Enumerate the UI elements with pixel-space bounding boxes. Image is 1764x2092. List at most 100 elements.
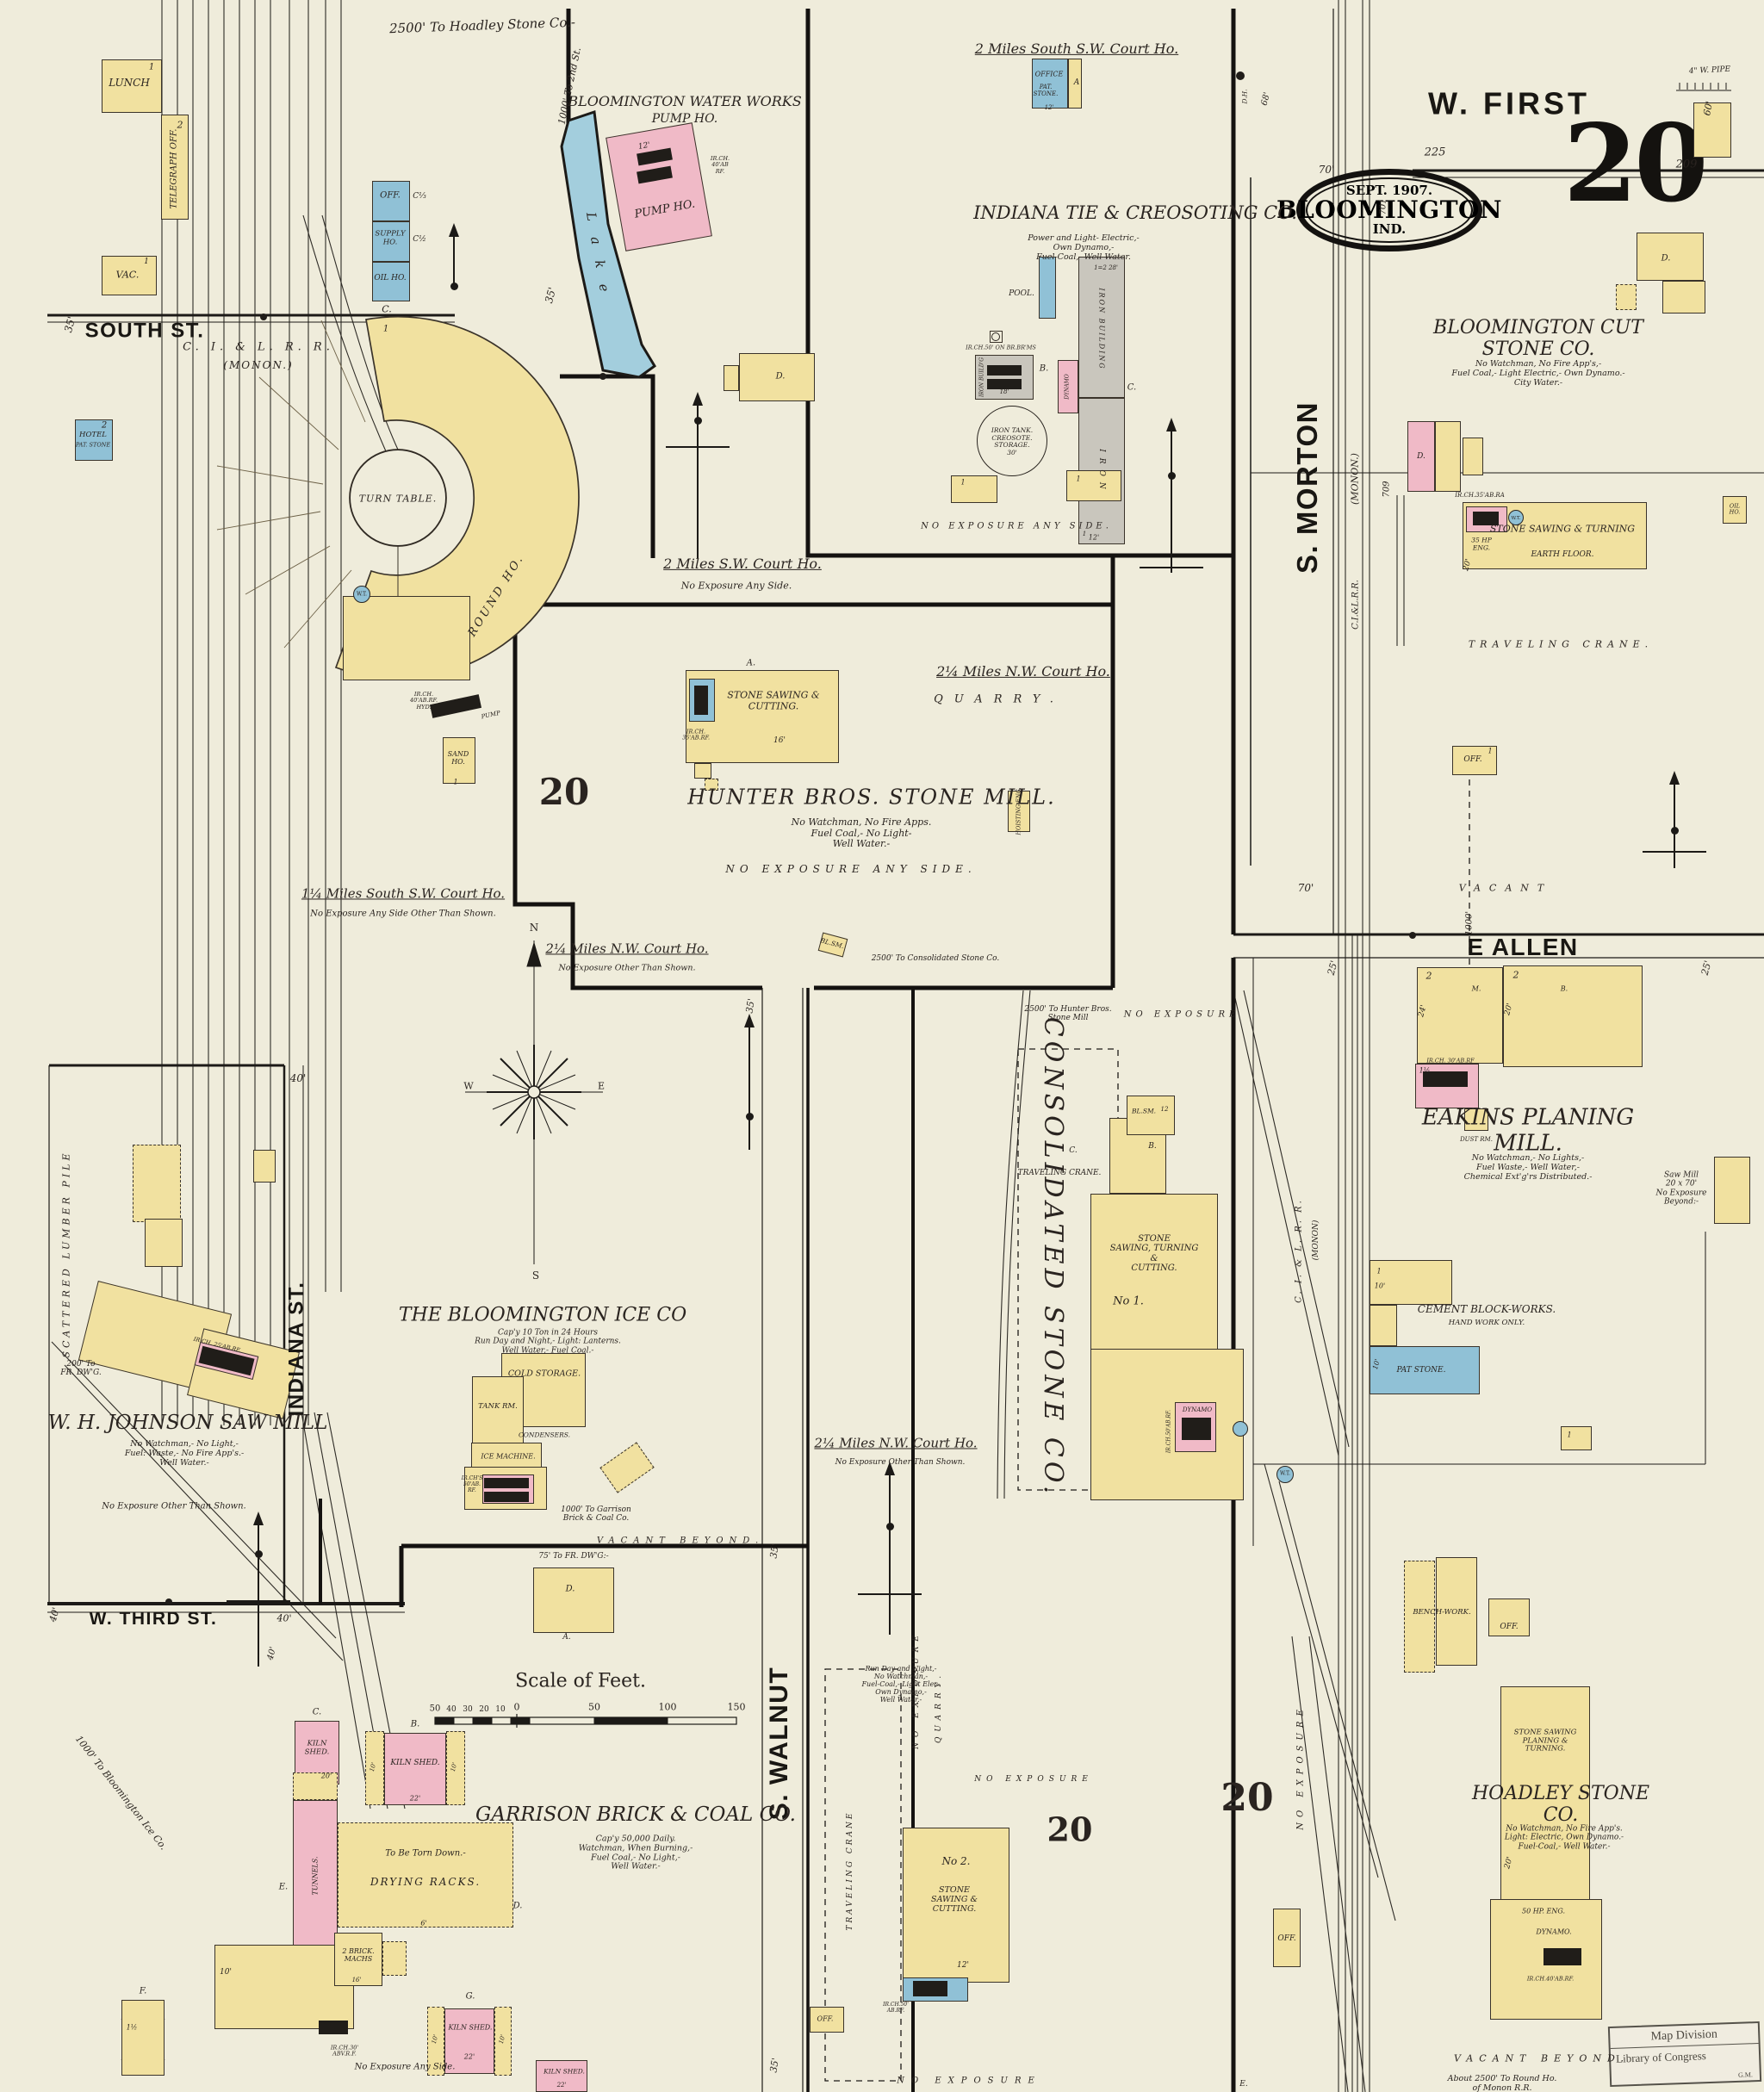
- arrow-tick: [1643, 851, 1706, 853]
- map-text: DRYING RACKS.: [370, 1876, 481, 1889]
- map-text: 20: [479, 1704, 489, 1714]
- map-text: 35 HP ENG.: [1471, 536, 1492, 551]
- building-d-garrison: [533, 1567, 614, 1633]
- map-text: OFF.: [1277, 1934, 1296, 1943]
- hydrant: [1409, 932, 1416, 939]
- traveling-crane-areas: [824, 779, 1470, 2082]
- north-arrow-marker: [666, 392, 730, 558]
- map-text: 1: [144, 257, 149, 266]
- map-text: W.T.: [1511, 515, 1521, 521]
- map-text: KILN SHED.: [448, 2023, 493, 2032]
- building: [1561, 1426, 1592, 1450]
- scale-title: Scale of Feet.: [515, 1670, 646, 1692]
- map-text: IR.CH.40'AB.RF.: [1526, 1975, 1575, 1983]
- map-text: HOISTING ENG.: [1015, 787, 1022, 835]
- map-text: 40: [446, 1704, 457, 1714]
- north-arrow-marker: [858, 1462, 922, 1635]
- sheet-number-center: 20: [538, 771, 590, 814]
- map-text: NO EXPOSURE: [1295, 1704, 1306, 1830]
- building: [446, 1731, 465, 1805]
- map-text: G.: [465, 1991, 475, 2002]
- map-text: 1½: [1419, 1066, 1431, 1075]
- building: [951, 475, 997, 503]
- building: [1435, 421, 1461, 492]
- double-hydrant: [1236, 71, 1245, 80]
- business-title-ice-co: THE BLOOMINGTON ICE CO: [398, 1304, 687, 1326]
- building: [1662, 281, 1705, 313]
- building-dynamo-tie: [1058, 360, 1078, 413]
- map-text: KILN SHED.: [390, 1758, 440, 1767]
- lake: [560, 109, 656, 379]
- map-text: NO EXPOSURE ANY SIDE.: [725, 863, 977, 876]
- map-text: 12': [957, 1960, 969, 1970]
- map-text: 70': [1297, 882, 1314, 895]
- map-text: D.: [512, 1901, 523, 1911]
- map-text: No Exposure Other Than Shown.: [835, 1457, 966, 1467]
- map-text: Run Day and Night,- No Watchman,- Fuel-C…: [861, 1665, 941, 1704]
- traveling-crane-label-2: TRAVELING CRANE.: [1017, 1168, 1102, 1177]
- map-text: B.: [1560, 984, 1568, 993]
- map-text: SUPPLY HO.: [375, 229, 406, 246]
- street-s-morton: S. MORTON: [1291, 401, 1324, 574]
- map-text: BENCH-WORK.: [1413, 1608, 1471, 1617]
- street-lines: [47, 9, 1764, 2092]
- railroad-cil-rr: C. I. & L. R. R.: [183, 340, 334, 354]
- machinery-block: [1182, 1418, 1211, 1440]
- map-text: 1000' To Garrison Brick & Coal Co.: [561, 1505, 631, 1523]
- map-text: 150: [727, 1701, 746, 1713]
- building-kiln-shed-b: [384, 1733, 446, 1805]
- map-text: IR.CH'S 50'AB. RF.: [461, 1474, 483, 1493]
- water-tank-4: [1276, 1466, 1294, 1483]
- arrow-head-icon: [1669, 771, 1680, 785]
- building-office-hoadley-2: [1273, 1909, 1301, 1967]
- north-arrow-marker: [744, 1014, 755, 1150]
- map-text: DUST RM.: [1460, 1136, 1493, 1144]
- map-text: 1: [960, 478, 966, 487]
- map-date: SEPT. 1907.: [1345, 182, 1433, 198]
- hydrant: [165, 1598, 172, 1605]
- map-title-oval: SEPT. 1907. BLOOMINGTON IND.: [1276, 169, 1502, 251]
- map-text: HAND WORK ONLY.: [1448, 1319, 1525, 1328]
- map-text: SAND HO.: [447, 749, 469, 766]
- map-text: A.: [562, 1632, 571, 1642]
- building-iron-b: [975, 355, 1034, 400]
- map-text: 12': [1044, 104, 1054, 112]
- building: [1463, 438, 1483, 475]
- arrow-dot: [885, 1523, 894, 1530]
- map-text: 75' To FR. DW'G:-: [538, 1551, 609, 1561]
- building-eakins-2: [1503, 965, 1643, 1067]
- map-text: DYNAMO.: [1536, 1927, 1572, 1936]
- map-text: NO EXPOSURE: [911, 1630, 921, 1749]
- arrow-head-icon: [744, 1014, 755, 1027]
- building-dust-room: [1464, 1108, 1488, 1131]
- map-text: OFF.: [380, 190, 401, 201]
- map-text: No Watchman,- No Lights,- Fuel Waste,- W…: [1463, 1152, 1593, 1182]
- business-title-johnson-saw-mill: W. H. JOHNSON SAW MILL: [47, 1411, 328, 1434]
- round-house-annex: [343, 596, 470, 680]
- machinery-block: [1544, 1948, 1581, 1965]
- building: [145, 1219, 183, 1267]
- map-text: No Exposure Any Side Other Than Shown.: [310, 909, 496, 919]
- map-text: 1: [1082, 531, 1087, 538]
- street-s-walnut: S. WALNUT: [764, 1666, 793, 1821]
- building: [810, 2007, 844, 2033]
- map-text: 0: [513, 1701, 520, 1713]
- business-title-water-works: BLOOMINGTON WATER WORKS: [568, 92, 802, 109]
- map-text: 2500' To Hunter Bros. Stone Mill: [1024, 1004, 1112, 1022]
- map-text: KILN SHED.: [543, 2067, 585, 2076]
- map-text: NO EXPOSURE: [1123, 1009, 1240, 1020]
- map-text: 209: [1675, 158, 1698, 171]
- building-iron-upper: [1078, 257, 1125, 398]
- traveling-crane-label-3: TRAVELING CRANE: [845, 1810, 854, 1931]
- building: [382, 1941, 407, 1976]
- building-office: [372, 181, 410, 221]
- map-text: 12': [1088, 533, 1100, 542]
- map-text: 1: [453, 778, 458, 786]
- business-title-indiana-tie: INDIANA TIE & CREOSOTING CO.: [973, 202, 1297, 224]
- map-text: KILN SHED.: [304, 1739, 330, 1756]
- machinery-block: [484, 1492, 529, 1502]
- north-arrow-marker: [1140, 418, 1203, 573]
- building-office-pat-stone: [1032, 59, 1068, 109]
